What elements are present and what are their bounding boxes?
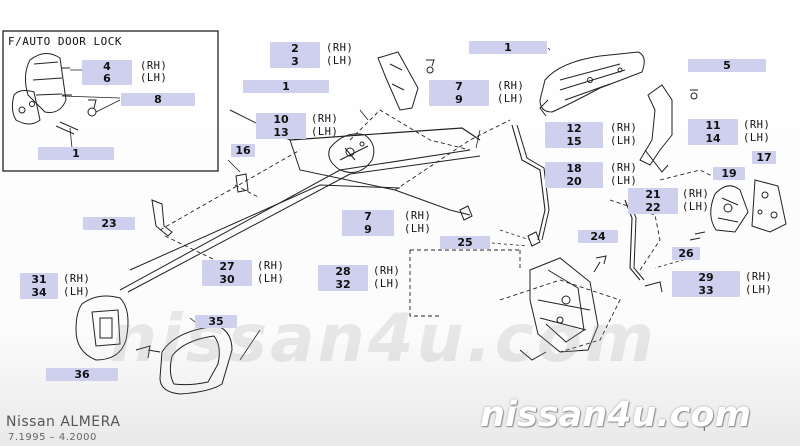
side-lh-9: (LH): [497, 93, 525, 105]
page-mark: ı: [703, 424, 706, 434]
callout-34[interactable]: 34: [20, 286, 58, 299]
inset-title: F/AUTO DOOR LOCK: [8, 35, 122, 48]
callout-9-mid[interactable]: 9: [342, 223, 394, 236]
callout-6[interactable]: 6: [82, 72, 132, 85]
callout-30[interactable]: 30: [202, 273, 252, 286]
side-rh-27: (RH): [257, 260, 285, 272]
door-lock-actuator-drawing: [11, 53, 97, 135]
callout-13[interactable]: 13: [256, 126, 306, 139]
callout-1-top[interactable]: 1: [469, 41, 547, 54]
callout-32[interactable]: 32: [318, 278, 368, 291]
callout-31[interactable]: 31: [20, 273, 58, 286]
callout-4[interactable]: 4: [82, 60, 132, 73]
callout-7-mid[interactable]: 7: [342, 210, 394, 223]
side-lh-22: (LH): [682, 201, 710, 213]
callout-36[interactable]: 36: [46, 368, 118, 381]
handle-linkage-drawing: [639, 84, 698, 173]
watermark-corner: nissan4u.com: [480, 395, 751, 435]
knob-link-drawing: [328, 133, 375, 173]
side-lh-32: (LH): [373, 278, 401, 290]
callout-2[interactable]: 2: [270, 42, 320, 55]
door-latch-drawing: [519, 257, 599, 361]
side-lh-15: (LH): [610, 135, 638, 147]
lock-rod-upper: [289, 127, 481, 141]
bracket-drawing: [377, 51, 435, 111]
callout-1-inset[interactable]: 1: [38, 147, 114, 160]
side-rh-28: (RH): [373, 265, 401, 277]
callout-33[interactable]: 33: [672, 284, 740, 297]
callout-12[interactable]: 12: [545, 122, 603, 135]
side-rh-29: (RH): [745, 271, 773, 283]
side-rh-11: (RH): [743, 119, 771, 131]
side-lh-33: (LH): [745, 284, 773, 296]
callout-14[interactable]: 14: [688, 132, 738, 145]
callout-3[interactable]: 3: [270, 55, 320, 68]
callout-8[interactable]: 8: [121, 93, 195, 106]
side-lh-6: (LH): [140, 72, 168, 84]
side-lh-14: (LH): [743, 132, 771, 144]
callout-27[interactable]: 27: [202, 260, 252, 273]
side-rh-7: (RH): [497, 80, 525, 92]
callout-20[interactable]: 20: [545, 175, 603, 188]
callout-26[interactable]: 26: [672, 247, 700, 260]
callout-17[interactable]: 17: [752, 151, 776, 164]
callout-28[interactable]: 28: [318, 265, 368, 278]
side-lh-30: (LH): [257, 273, 285, 285]
side-rh-2: (RH): [326, 42, 354, 54]
side-rh-31: (RH): [63, 273, 91, 285]
callout-16[interactable]: 16: [231, 144, 255, 157]
side-lh-13: (LH): [311, 126, 339, 138]
inside-handle-escutcheon-drawing: [75, 295, 129, 361]
inside-handle-bezel-drawing: [159, 325, 233, 395]
callout-23[interactable]: 23: [83, 217, 135, 230]
callout-18[interactable]: 18: [545, 162, 603, 175]
callout-7-top[interactable]: 7: [429, 80, 489, 93]
callout-11[interactable]: 11: [688, 119, 738, 132]
outside-handle-drawing: [539, 51, 645, 117]
callout-35[interactable]: 35: [195, 315, 237, 328]
side-rh-18: (RH): [610, 162, 638, 174]
callout-9-top[interactable]: 9: [429, 93, 489, 106]
callout-25[interactable]: 25: [440, 236, 490, 249]
side-lh-9-mid: (LH): [404, 223, 432, 235]
side-rh-12: (RH): [610, 122, 638, 134]
vehicle-model: Nissan ALMERA: [6, 414, 121, 430]
callout-22[interactable]: 22: [628, 201, 678, 214]
inset-frame: [2, 30, 219, 172]
callout-5[interactable]: 5: [688, 59, 766, 72]
watermark-center: nissan4u.com: [110, 300, 657, 377]
callout-29[interactable]: 29: [672, 271, 740, 284]
side-rh-4: (RH): [140, 60, 168, 72]
rod-to-latch: [511, 124, 546, 241]
side-lh-20: (LH): [610, 175, 638, 187]
lock-cylinder-drawing: [710, 179, 787, 233]
side-rh-21: (RH): [682, 188, 710, 200]
callout-1-mid[interactable]: 1: [243, 80, 329, 93]
side-lh-34: (LH): [63, 286, 91, 298]
callout-19[interactable]: 19: [713, 167, 745, 180]
callout-24[interactable]: 24: [578, 230, 618, 243]
callout-21[interactable]: 21: [628, 188, 678, 201]
callout-10[interactable]: 10: [256, 113, 306, 126]
side-rh-10: (RH): [311, 113, 339, 125]
side-lh-3: (LH): [326, 55, 354, 67]
side-rh-7-mid: (RH): [404, 210, 432, 222]
callout-15[interactable]: 15: [545, 135, 603, 148]
production-years: 7.1995 – 4.2000: [8, 432, 97, 443]
